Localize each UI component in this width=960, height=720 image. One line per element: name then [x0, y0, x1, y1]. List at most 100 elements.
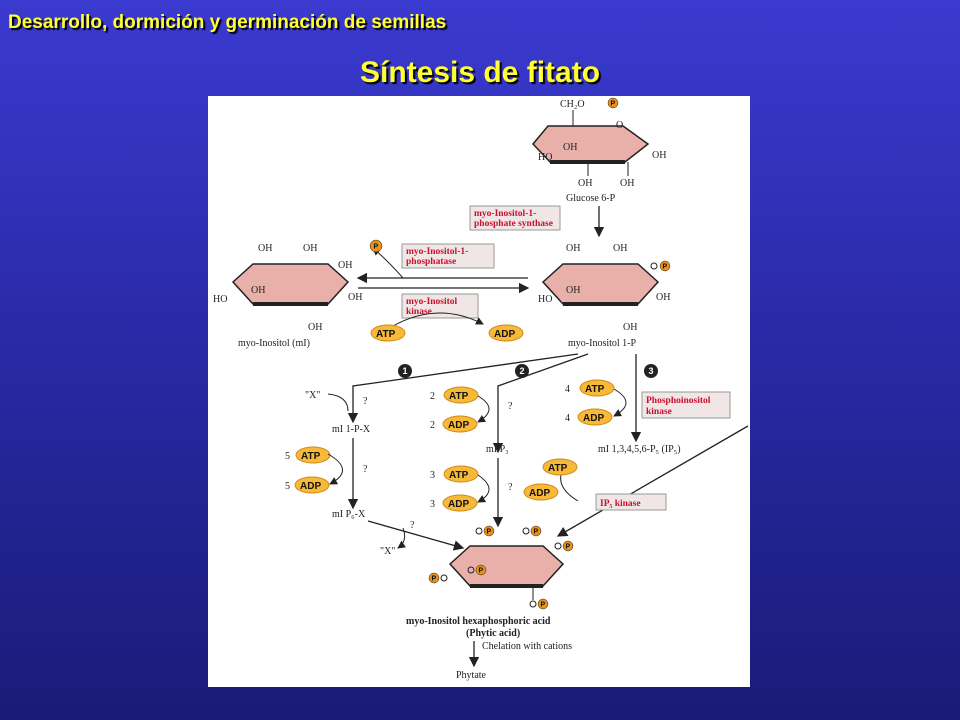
- phosphate-icon: [483, 525, 495, 537]
- synthase-label-1: myo-Inositol-1-: [474, 209, 536, 219]
- svg-text:ADP: ADP: [300, 481, 321, 492]
- route-1-number: 1: [403, 366, 408, 376]
- phosphoinositol-kinase-box: Phosphoinositol kinase: [641, 391, 731, 419]
- phytic-acid-sublabel: (Phytic acid): [466, 628, 520, 639]
- oh-label: OH: [251, 285, 265, 296]
- glucose-6p-label: Glucose 6-P: [566, 193, 616, 204]
- phosphate-icon: [659, 260, 671, 272]
- oh-label: OH: [258, 243, 272, 254]
- oh-label: OH: [578, 178, 592, 189]
- route-2-number: 2: [520, 366, 525, 376]
- svg-text:ADP: ADP: [448, 499, 469, 510]
- adp-coefficient: 5: [285, 481, 290, 492]
- glucose-6p-ring: CH₂O P O HO OH OH OH OH Glucose 6-P: [531, 97, 666, 204]
- phosphatase-label-2: phosphatase: [406, 257, 456, 267]
- atp-coefficient: 3: [430, 470, 435, 481]
- atp-badge: ATP: [443, 465, 479, 483]
- question-mark: ?: [508, 482, 513, 493]
- adp-badge: ADP: [523, 483, 559, 501]
- route-1-arrow: [347, 353, 579, 424]
- chelation-label: Chelation with cations: [482, 641, 572, 652]
- x-label: "X": [380, 546, 395, 557]
- route-3-number: 3: [649, 366, 654, 376]
- atp-coefficient: 4: [565, 384, 570, 395]
- inositol-kinase-label-2: kinase: [406, 307, 432, 317]
- question-mark: ?: [363, 396, 368, 407]
- phosphate-icon: [607, 97, 619, 109]
- route-2-badge: [515, 364, 529, 378]
- oh-label: HO: [538, 152, 552, 163]
- atp-badge: ATP: [542, 458, 578, 476]
- svg-text:ATP: ATP: [449, 470, 469, 481]
- synthase-enzyme-box: myo-Inositol-1- phosphate synthase: [469, 205, 561, 231]
- myo-inositol-label: myo-Inositol (mI): [238, 338, 310, 349]
- ip5-to-phytic-arrow: [556, 425, 749, 537]
- phosphate-label: P: [541, 602, 546, 609]
- phytate-label: Phytate: [456, 670, 487, 681]
- oh-label: OH: [303, 243, 317, 254]
- svg-text:ATP: ATP: [548, 463, 568, 474]
- phosphate-label: P: [663, 264, 668, 271]
- mi-ip5-label: mI 1,3,4,5,6-P₅ (IP₅): [598, 444, 681, 455]
- phosphate-label: P: [487, 529, 492, 536]
- phosphate-icon: [562, 540, 574, 552]
- phosphate-label: P: [432, 576, 437, 583]
- myo-inositol-1p-label: myo-Inositol 1-P: [568, 338, 636, 349]
- svg-text:ADP: ADP: [583, 413, 604, 424]
- atp-coefficient: 2: [430, 391, 435, 402]
- oh-label: OH: [563, 142, 577, 153]
- svg-text:ATP: ATP: [376, 329, 396, 340]
- svg-text:ATP: ATP: [449, 391, 469, 402]
- slide-title: Síntesis de fitato: [359, 56, 601, 89]
- phosphate-icon: [537, 598, 549, 610]
- pathway-diagram: CH₂O P O HO OH OH OH OH Glucose 6-P myo-…: [213, 97, 749, 681]
- question-mark: ?: [363, 464, 368, 475]
- oh-label: HO: [213, 294, 227, 305]
- adp-badge: ADP: [294, 476, 330, 494]
- adp-badge: ADP: [442, 415, 478, 433]
- ip5-kinase-label: IP₅ kinase: [600, 499, 641, 509]
- ch2o-label: CH₂O: [560, 99, 585, 110]
- atp-badge: ATP: [295, 446, 331, 464]
- oh-label: OH: [566, 243, 580, 254]
- phosphate-label: P: [479, 568, 484, 575]
- x-label: "X": [305, 390, 320, 401]
- phosphatase-label-1: myo-Inositol-1-: [406, 247, 468, 257]
- atp-badge: ATP: [443, 386, 479, 404]
- phosphate-icon: [530, 525, 542, 537]
- adp-badge: ADP: [442, 494, 478, 512]
- oh-label: OH: [620, 178, 634, 189]
- oh-label: OH: [656, 292, 670, 303]
- adp-coefficient: 2: [430, 420, 435, 431]
- svg-text:ADP: ADP: [448, 420, 469, 431]
- phosphate-icon: [428, 572, 440, 584]
- pathway-figure: CH₂O P O HO OH OH OH OH Glucose 6-P myo-…: [208, 96, 750, 687]
- oh-label: OH: [348, 292, 362, 303]
- oh-label: OH: [308, 322, 322, 333]
- phosphate-label: P: [566, 544, 571, 551]
- route-3-badge: [644, 364, 658, 378]
- atp-badge: ATP: [370, 324, 406, 342]
- synthase-label-2: phosphate synthase: [474, 219, 553, 229]
- oh-label: HO: [538, 294, 552, 305]
- phosphate-label: P: [534, 529, 539, 536]
- oh-label: OH: [613, 243, 627, 254]
- mi-1p-x-label: mI 1-P-X: [332, 424, 371, 435]
- mi-p6x-label: mI P₆-X: [332, 509, 366, 520]
- adp-coefficient: 4: [565, 413, 570, 424]
- mi-p3-label: mI P₃: [486, 444, 509, 455]
- phosphate-icon: [475, 564, 487, 576]
- inositol-kinase-label-1: myo-Inositol: [406, 297, 458, 307]
- atp-coefficient: 5: [285, 451, 290, 462]
- route-1-badge: [398, 364, 412, 378]
- phosphate-label: P: [374, 244, 379, 251]
- route-2-arrow: [492, 353, 589, 454]
- ring-oxygen: O: [616, 120, 623, 131]
- question-mark: ?: [508, 401, 513, 412]
- phosphoinositol-kinase-label-2: kinase: [646, 407, 672, 417]
- inositol-kinase-enzyme-box: myo-Inositol kinase: [401, 293, 479, 319]
- ip5-kinase-box: IP₅ kinase: [595, 493, 667, 511]
- slide-header: Desarrollo, dormición y germinación de s…: [8, 12, 447, 33]
- oh-label: OH: [566, 285, 580, 296]
- oh-label: OH: [652, 150, 666, 161]
